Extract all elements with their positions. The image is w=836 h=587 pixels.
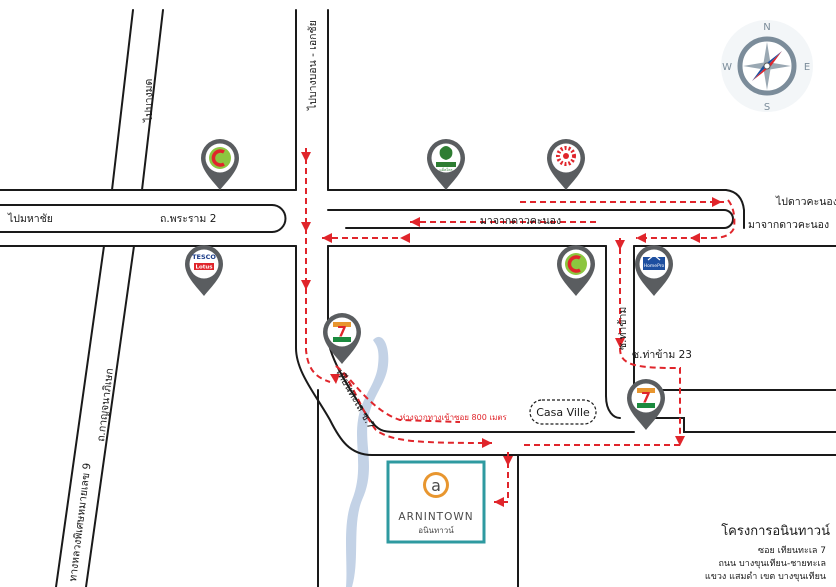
seven-eleven-stripe-1 (333, 322, 351, 327)
route-tientalay (335, 365, 493, 444)
tesco-lotus-label: Lotus (195, 265, 213, 271)
arrow-down-8 (330, 374, 340, 384)
arrow-down-6 (675, 436, 685, 446)
arrow-down-7 (503, 456, 513, 466)
arrow-left-3 (636, 233, 646, 243)
arrow-right-2 (712, 197, 722, 207)
arrow-down-1 (301, 152, 311, 162)
bigc-icon-mark (567, 255, 581, 273)
arrow-down-2 (301, 222, 311, 232)
gear-icon-hub (563, 153, 569, 159)
casa-ville-label: Casa Ville (536, 406, 590, 419)
homepro-roof-icon (647, 254, 661, 261)
address-line-2: ถนน บางขุนเทียน-ชายทะเล (718, 558, 826, 569)
homemart-pin (547, 122, 585, 190)
project-box: a ARNINTOWN อนินทาวน์ (386, 460, 486, 544)
label-tha-kham-23: ซ.ท่าข้าม 23 (632, 349, 692, 361)
label-kanchanaphisek: ถ.กาญจนาภิเษก (95, 368, 116, 443)
bigc-pin-south (557, 228, 595, 296)
label-tha-kham: ซ.ท่าข้าม (617, 307, 629, 350)
arrow-left-4 (690, 233, 700, 243)
project-logo-inner (426, 475, 446, 495)
arrow-left-6 (410, 217, 420, 227)
bang-mot-road-left (111, 9, 134, 191)
label-to-bang-mot: ไปบางมด (142, 79, 155, 123)
arrow-down-5 (615, 338, 625, 348)
homepro-pin: HomePro (635, 228, 673, 296)
rama2-uturn (271, 204, 287, 233)
arrow-left-5 (494, 497, 504, 507)
seven-eleven-stripe-1 (637, 388, 655, 393)
kanchanaphisek-left (55, 245, 105, 587)
route-arrows (301, 152, 722, 507)
seven-eleven-pin-1: 7 (323, 296, 361, 364)
label-from-dao-khanong-1: มาจากดาวคะนอง (480, 215, 561, 227)
makro-icon (439, 146, 453, 160)
compass-w: W (722, 62, 732, 73)
tesco-pin: TESCO Lotus (185, 228, 223, 296)
arrow-left-1 (400, 233, 410, 243)
canal (346, 336, 389, 587)
project-title: โครงการอนินทาวน์ (721, 523, 830, 539)
label-to-dao-khanong: ไปดาวคะนอง (775, 195, 836, 208)
homepro-label: HomePro (644, 263, 665, 269)
bang-mot-road-right (141, 9, 164, 191)
compass-n: N (763, 22, 770, 33)
tesco-icon-bar (194, 263, 214, 270)
makro-label: แม็คโคร (439, 166, 452, 172)
tientalay-road-outer (295, 245, 836, 456)
seven-eleven-digit: 7 (337, 325, 347, 341)
project-name-en: ARNINTOWN (398, 511, 473, 523)
address-line-3: แขวง แสมดำ เขต บางขุนเทียน (705, 571, 826, 582)
bigc-pin-north (201, 122, 239, 190)
kanchanaphisek-right (85, 245, 135, 587)
compass-s: S (764, 102, 770, 113)
label-rama2: ถ.พระราม 2 (160, 213, 216, 225)
compass-icon: N E S W (721, 20, 813, 113)
arrow-left-2 (322, 233, 332, 243)
route-into-project (494, 452, 509, 503)
route-dao-uturn (636, 199, 736, 239)
address-line-1: ซอย เทียนทะเล 7 (758, 545, 826, 556)
arrow-right-1 (482, 438, 492, 448)
label-from-dao-khanong-2: มาจากดาวคะนอง (748, 219, 829, 231)
seven-eleven-stripe-2 (637, 403, 655, 408)
casa-ville-box (529, 399, 597, 425)
project-name-th: อนินทาวน์ (418, 525, 454, 535)
label-to-bangbon: ไปบางบอน - เอกชัย (306, 20, 319, 111)
compass-center (763, 62, 771, 70)
route-from-north (305, 148, 331, 383)
bigc-icon-mark (211, 149, 225, 167)
label-distance-note: ห่างจากทางเข้าซอย 800 เมตร (400, 413, 508, 422)
tha-kham-curve (605, 395, 621, 419)
arrow-down-4 (615, 240, 625, 250)
makro-pin: แม็คโคร (427, 122, 465, 190)
tesco-icon: TESCO (192, 253, 216, 261)
arrow-down-3 (301, 280, 311, 290)
seven-eleven-digit: 7 (641, 391, 651, 407)
route-tha-kham (619, 238, 681, 445)
pin-icon (185, 228, 223, 296)
route-distance-line (335, 365, 461, 423)
makro-icon-bar (436, 162, 456, 167)
seven-eleven-pin-2: 7 (627, 362, 665, 430)
project-logo-letter: a (431, 476, 441, 495)
rama2-east-uturn (723, 209, 734, 229)
label-to-mahachai: ไปมหาชัย (7, 212, 53, 225)
seven-eleven-stripe-2 (333, 337, 351, 342)
dao-khanong-ramp (725, 189, 745, 229)
compass-e: E (804, 62, 810, 73)
gear-icon (556, 146, 576, 166)
route-path (305, 148, 736, 503)
